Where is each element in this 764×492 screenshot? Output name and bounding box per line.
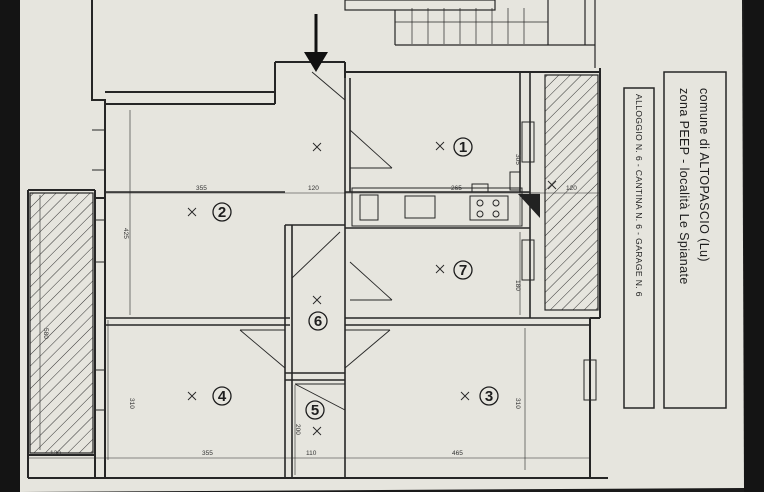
exterior-walls <box>27 0 608 479</box>
balcony-left-hatch <box>29 192 94 454</box>
room-6-label: 6 <box>314 313 322 330</box>
title-line-1: comune di ALTOPASCIO (Lu) <box>697 88 711 262</box>
dim-310-left: 310 <box>128 398 135 409</box>
dim-580: 580 <box>42 328 49 339</box>
sink-icon <box>359 194 379 221</box>
room-5-marker: 5 <box>305 400 325 420</box>
title-line-3: ALLOGGIO N. 6 - CANTINA N. 6 - GARAGE N.… <box>634 94 644 297</box>
dark-margin-left <box>0 0 20 492</box>
dim-355-bottom: 355 <box>202 450 213 457</box>
dim-265: 265 <box>451 185 462 192</box>
staircase <box>344 0 596 68</box>
windows <box>92 121 597 411</box>
kitchen-counter <box>351 171 523 227</box>
room-center-marks <box>187 141 557 436</box>
dim-425: 425 <box>122 228 129 239</box>
room-5-label: 5 <box>311 402 319 419</box>
corner-fill-mark <box>518 194 540 218</box>
dim-180: 180 <box>514 280 521 291</box>
entrance-arrow-icon <box>304 14 328 72</box>
dim-310-right: 310 <box>514 398 521 409</box>
title-block: comune di ALTOPASCIO (Lu) zona PEEP - lo… <box>623 71 727 409</box>
room-2-marker: 2 <box>212 202 232 222</box>
dark-margin-right <box>744 0 764 492</box>
dim-355-top: 355 <box>196 185 207 192</box>
room-4-marker: 4 <box>212 386 232 406</box>
room-3-marker: 3 <box>479 386 499 406</box>
room-6-marker: 6 <box>308 311 328 331</box>
balcony-right-hatch <box>544 74 599 311</box>
room-7-label: 7 <box>459 262 467 279</box>
dim-120-mid: 120 <box>308 185 319 192</box>
dim-120-right: 120 <box>566 185 577 192</box>
room-1-label: 1 <box>459 139 467 156</box>
room-labels: 1 2 3 4 5 6 7 <box>212 137 499 420</box>
room-1-marker: 1 <box>453 137 473 157</box>
dimension-texts: 355 120 265 120 465 355 110 130 425 580 … <box>42 154 577 457</box>
kitchen-stove-icon <box>469 195 509 221</box>
dim-305: 305 <box>514 154 521 165</box>
room-7-marker: 7 <box>453 260 473 280</box>
dim-110: 110 <box>306 450 317 457</box>
dim-130: 130 <box>50 450 61 457</box>
room-4-label: 4 <box>218 388 227 405</box>
interior-walls <box>105 72 590 478</box>
room-3-label: 3 <box>485 388 493 405</box>
title-line-2: zona PEEP - località Le Spianate <box>677 88 691 285</box>
dim-465: 465 <box>452 450 463 457</box>
dim-200: 200 <box>294 424 301 435</box>
room-2-label: 2 <box>218 204 226 221</box>
door-swings <box>239 71 393 411</box>
